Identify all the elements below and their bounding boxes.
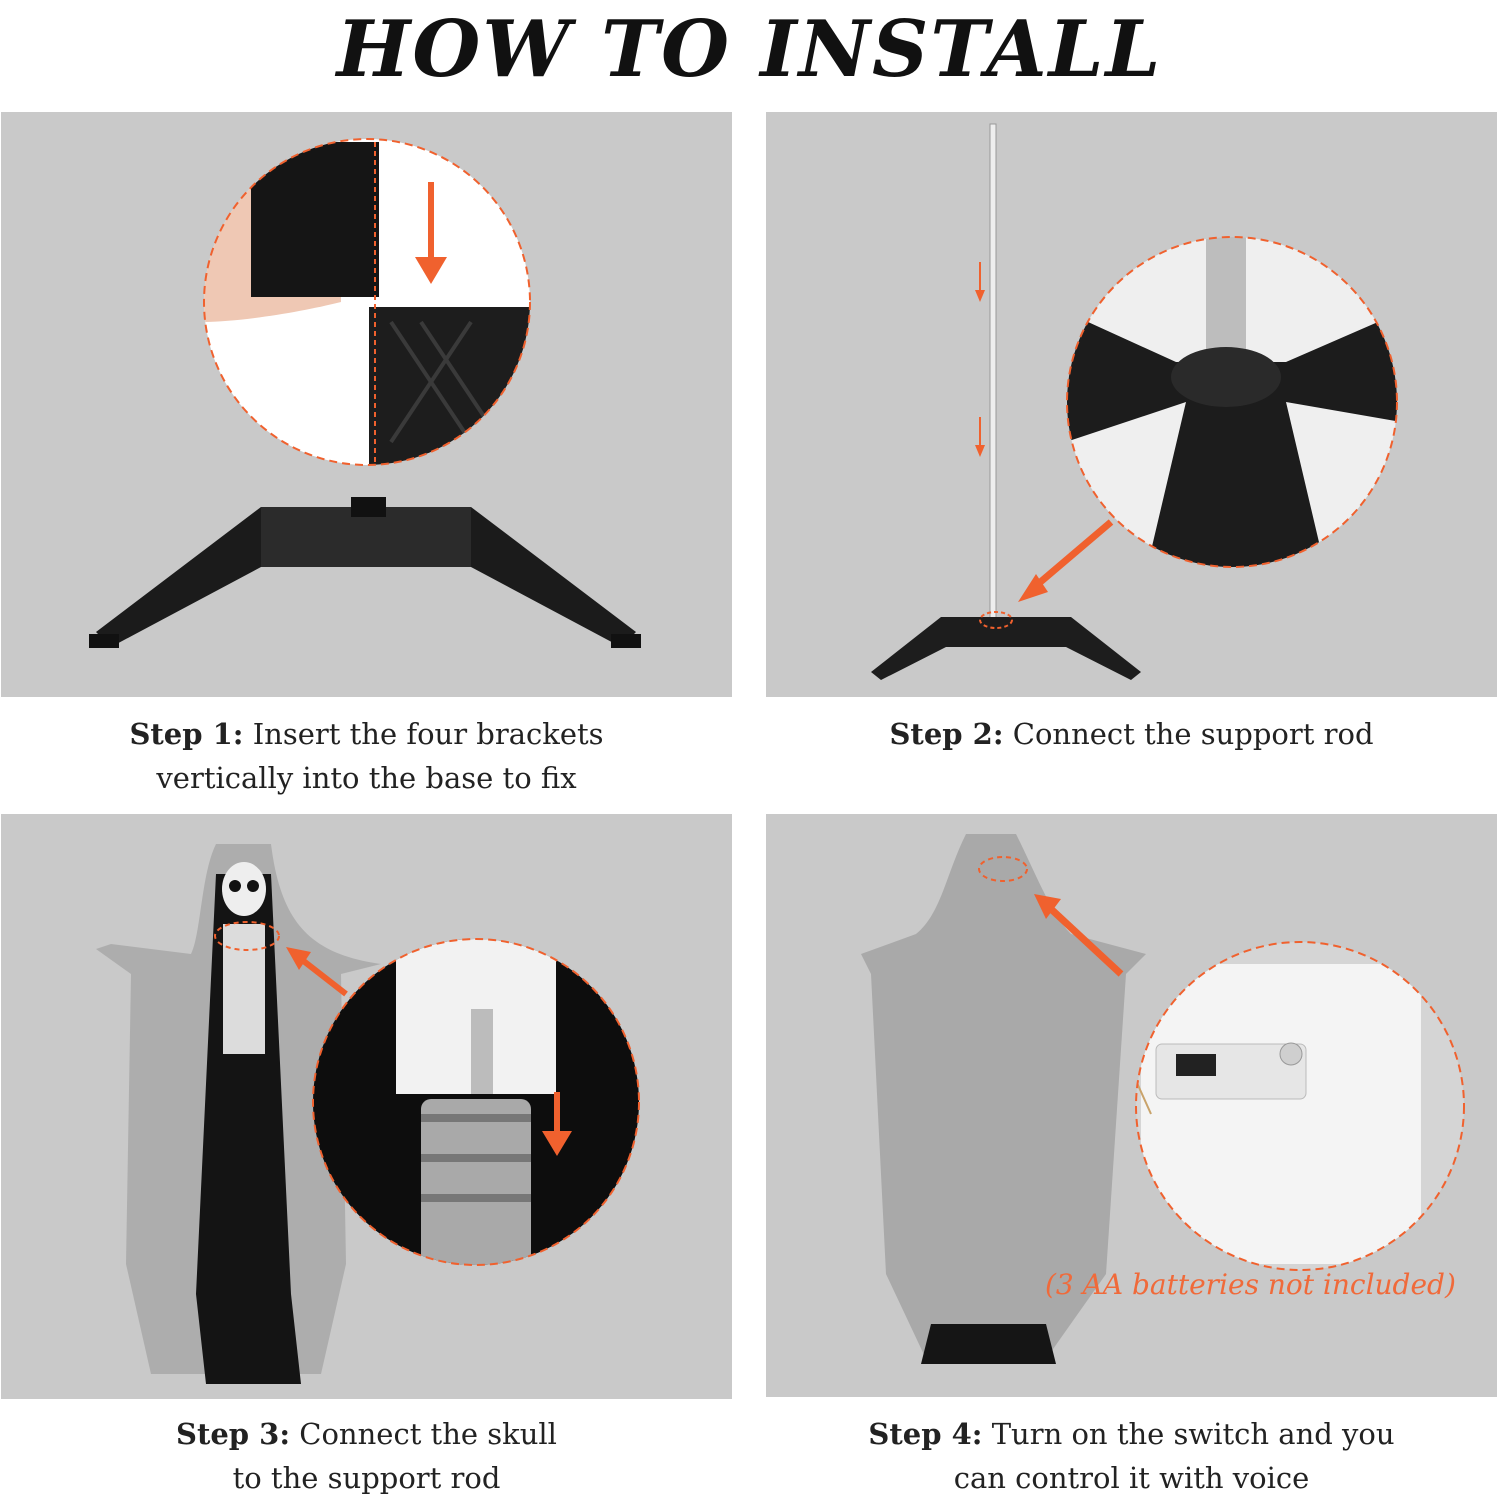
step-1-text-line2: vertically into the base to fix [156,761,577,795]
step-4-text-line2: can control it with voice [953,1461,1310,1495]
step-2-caption: Step 2: Connect the support rod [766,712,1497,756]
step-1-caption: Step 1: Insert the four brackets vertica… [1,712,732,800]
step-2-text-line1: Connect the support rod [1012,717,1374,751]
step-3-caption: Step 3: Connect the skull to the support… [1,1412,732,1500]
skull-connection-illustration [96,844,640,1384]
step-2-image [766,112,1497,697]
step-4-caption: Step 4: Turn on the switch and you can c… [766,1412,1497,1500]
step-1-label: Step 1: [129,717,244,751]
switch-illustration [861,834,1465,1364]
step-2-label: Step 2: [889,717,1004,751]
step-1-text-line1: Insert the four brackets [252,717,604,751]
page-title: HOW TO INSTALL [336,4,1163,95]
step-4-label: Step 4: [868,1417,983,1451]
base-bracket-illustration [89,138,641,648]
step-4-text-line1: Turn on the switch and you [991,1417,1395,1451]
step-3-label: Step 3: [176,1417,291,1451]
support-rod-illustration [871,123,1398,680]
step-4-image [766,814,1497,1397]
step-3-image [1,814,732,1399]
battery-note: (3 AA batteries not included) [1045,1268,1456,1301]
step-1-image [1,112,732,697]
step-3-text-line1: Connect the skull [299,1417,557,1451]
step-3-text-line2: to the support rod [232,1461,501,1495]
